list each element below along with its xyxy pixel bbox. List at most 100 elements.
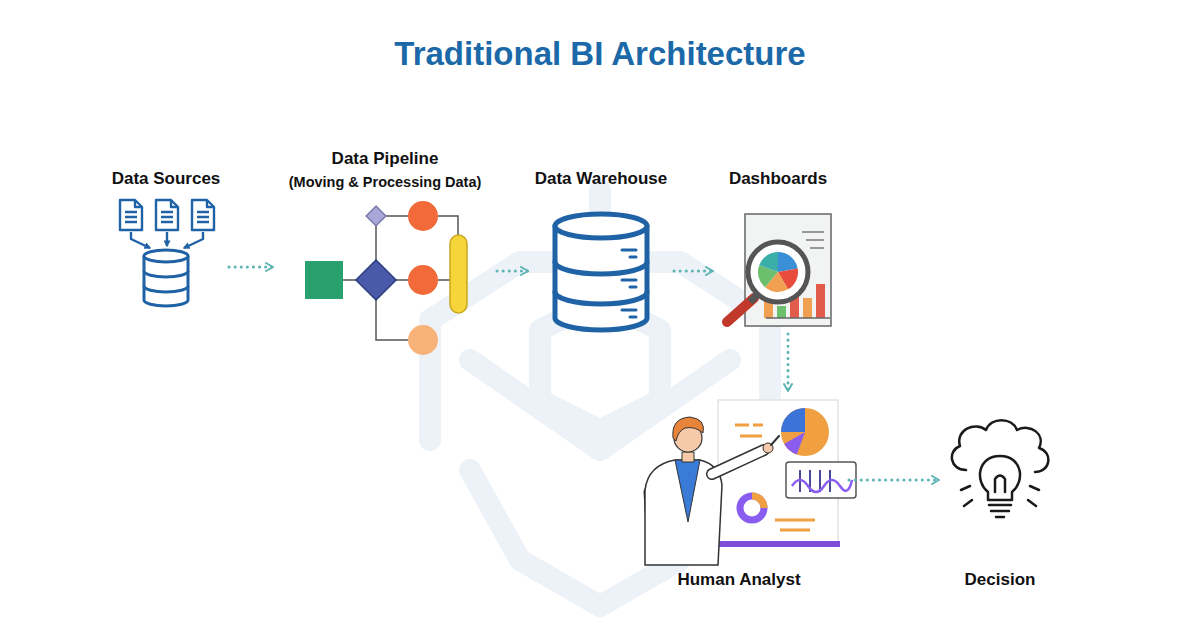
data-sources-icon (192, 200, 214, 230)
node-text-group: Data Warehouse (531, 169, 671, 189)
dashboard-report-icon (745, 214, 831, 326)
warehouse-cylinder (555, 226, 647, 330)
watermark-logo (520, 560, 680, 606)
node-text-group: Data Sources (106, 169, 226, 189)
analyst-presentation-illustration (781, 408, 805, 432)
data-flow-arrow (849, 479, 939, 482)
node-heading: Data Sources (106, 169, 226, 189)
analyst-presentation-illustration (771, 436, 779, 445)
pipeline-wire (438, 279, 450, 281)
connector-group (229, 267, 939, 480)
analyst-presentation-illustration (792, 480, 852, 492)
pipeline-wire (343, 216, 458, 340)
pipeline-diamond (366, 206, 386, 226)
dashboard-report-icon (759, 252, 778, 272)
pipeline-circle (408, 265, 438, 295)
pipeline-circle (408, 325, 438, 355)
node-heading: Dashboards (716, 169, 840, 189)
data-sources-icon (120, 200, 214, 306)
human-analyst-node: Human Analyst (632, 394, 846, 590)
dashboard-report-icon (803, 298, 812, 318)
data-flow-arrow (229, 266, 273, 269)
decision-bulb-icon (995, 476, 1005, 493)
node-heading: Data Warehouse (531, 169, 671, 189)
decision-bulb-icon (989, 505, 1011, 517)
data-sources-icon (125, 212, 137, 222)
node-heading: Decision (942, 570, 1058, 590)
analyst-presentation-illustration (682, 452, 694, 462)
dashboard-report-icon (778, 252, 798, 272)
analyst-presentation-illustration (718, 400, 838, 543)
pipeline-flowchart (305, 201, 467, 355)
data-sources-icon (144, 271, 188, 292)
node-text-group: Data Pipeline (Moving & Processing Data) (276, 149, 494, 192)
pipeline-wire (376, 300, 408, 340)
dashboard-report-icon (777, 306, 786, 318)
pipeline-wire (375, 226, 377, 260)
analyst-presentation-illustration (712, 450, 764, 474)
analyst-presentation-illustration (775, 520, 815, 530)
decision-bulb-icon (961, 486, 1039, 506)
pipeline-circle (408, 201, 438, 231)
watermark-logo (430, 190, 770, 606)
data-sources-icon (207, 200, 214, 207)
warehouse-cylinder (555, 214, 647, 238)
node-text-group: Decision (942, 570, 1058, 590)
data-sources-icon (131, 232, 150, 248)
analyst-presentation-illustration (786, 462, 856, 498)
pipeline-capsule (450, 235, 467, 313)
node-heading: Data Pipeline (276, 149, 494, 169)
data-sources-icon (144, 250, 188, 262)
pipeline-diamond (356, 260, 396, 300)
data-sources-icon (120, 200, 142, 230)
dashboards-node: Dashboards (716, 169, 840, 331)
node-heading: Human Analyst (632, 570, 846, 590)
analyst-presentation-illustration (645, 400, 856, 565)
node-text-group: Dashboards (716, 169, 840, 189)
analyst-presentation-illustration (740, 496, 764, 520)
analyst-presentation-illustration (735, 425, 763, 436)
warehouse-cylinder (622, 250, 636, 317)
dashboard-report-icon (727, 214, 831, 326)
pipeline-square (305, 261, 343, 299)
pipeline-wire (438, 216, 458, 235)
data-flow-arrow (787, 334, 790, 391)
dashboard-report-icon (748, 242, 808, 302)
dashboard-report-icon (816, 284, 825, 318)
analyst-presentation-illustration (675, 460, 700, 522)
pipeline-wire (396, 279, 408, 281)
pipeline-wire (343, 279, 356, 281)
data-pipeline-node: Data Pipeline (Moving & Processing Data) (276, 149, 494, 359)
warehouse-cylinder (555, 262, 647, 304)
analyst-presentation-illustration (716, 541, 840, 547)
data-sources-icon (197, 212, 209, 222)
warehouse-cylinder (555, 214, 647, 330)
data-flow-arrow (497, 270, 528, 273)
dashboard-report-icon (766, 317, 830, 319)
data-sources-icon (184, 232, 203, 248)
analyst-presentation-illustration (781, 408, 829, 456)
data-sources-icon (166, 232, 168, 246)
analyst-presentation-illustration (712, 450, 764, 474)
data-sources-node: Data Sources (106, 169, 226, 309)
data-sources-icon (161, 212, 173, 222)
analyst-presentation-illustration (673, 417, 704, 441)
decision-node: Decision (942, 425, 1058, 590)
node-text-group: Human Analyst (632, 570, 846, 590)
analyst-presentation-illustration (784, 432, 805, 455)
decision-bulb-icon (980, 456, 1020, 500)
data-sources-icon (135, 200, 142, 207)
data-warehouse-node: Data Warehouse (531, 169, 671, 334)
dashboard-report-icon (802, 232, 824, 248)
pipeline-wire (386, 215, 408, 217)
node-subheading: (Moving & Processing Data) (276, 172, 494, 192)
analyst-presentation-illustration (752, 496, 764, 508)
data-sources-icon (156, 200, 178, 230)
diagram-title: Traditional BI Architecture (0, 34, 1200, 74)
decision-bulb-icon (952, 420, 1048, 517)
data-sources-icon (171, 200, 178, 207)
data-flow-arrow (674, 270, 713, 273)
